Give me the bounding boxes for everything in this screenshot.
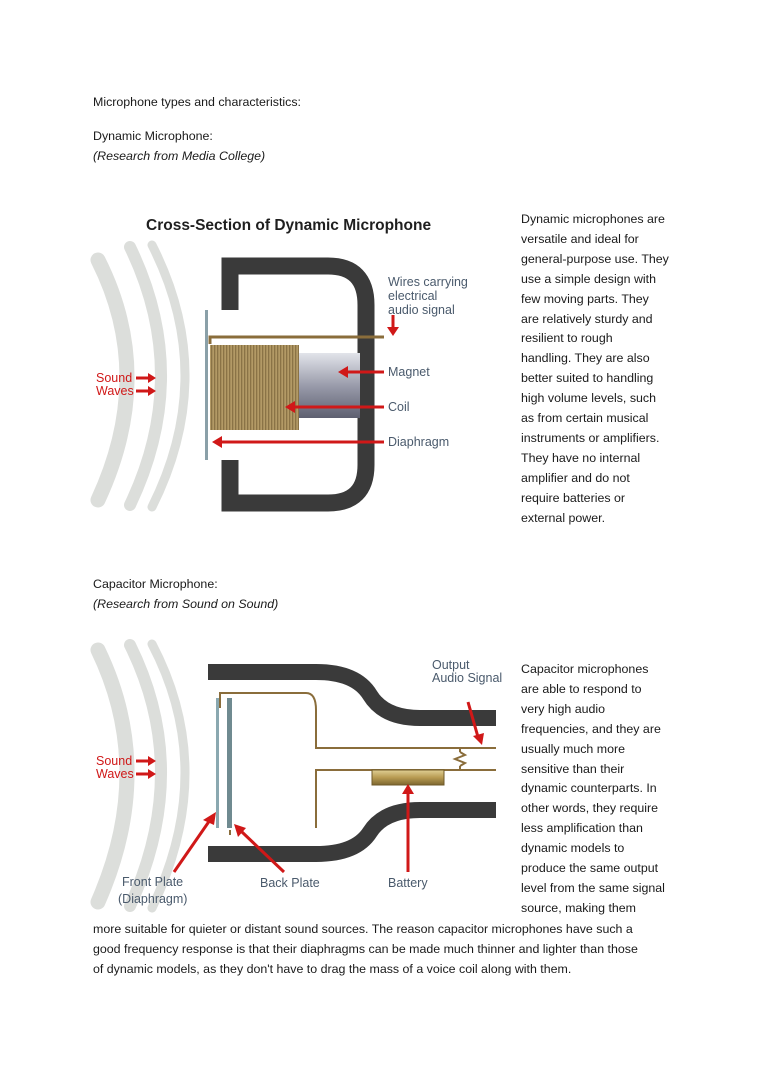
- label-arrows: [136, 315, 399, 448]
- capacitor-description: Capacitor microphones are able to respon…: [521, 660, 686, 919]
- text-line: as from certain musical: [521, 411, 649, 426]
- dynamic-title: Dynamic Microphone:: [93, 129, 213, 143]
- back-plate-shape: [227, 698, 232, 828]
- label-wires-3: audio signal: [388, 303, 455, 317]
- label-magnet: Magnet: [388, 365, 430, 379]
- text-line: sensitive than their: [521, 761, 625, 776]
- text-line: good frequency response is that their di…: [93, 942, 638, 956]
- sound-waves-shape: [90, 639, 190, 913]
- wires-shape: [208, 335, 384, 344]
- coil-shape: [210, 345, 299, 430]
- text-line: frequencies, and they are: [521, 721, 661, 736]
- text-line: handling. They are also: [521, 351, 650, 366]
- text-line: few moving parts. They: [521, 291, 649, 306]
- text-line: Dynamic microphones are: [521, 212, 665, 226]
- diaphragm-shape: [205, 310, 208, 460]
- text-line: resilient to rough: [521, 331, 613, 346]
- text-line: instruments or amplifiers.: [521, 430, 660, 445]
- text-line: dynamic counterparts. In: [521, 781, 657, 796]
- text-line: They have no internal: [521, 450, 641, 465]
- text-line: Capacitor microphones: [521, 662, 649, 676]
- text-line: high volume levels, such: [521, 391, 656, 406]
- text-line: are able to respond to: [521, 681, 642, 696]
- capacitor-microphone-diagram: Output Audio Signal Sound Waves Front Pl…: [90, 639, 502, 913]
- text-line: dynamic models to: [521, 841, 625, 856]
- text-line: of dynamic models, as they don't have to…: [93, 962, 572, 976]
- label-sound: Sound: [96, 754, 132, 768]
- text-line: other words, they require: [521, 801, 659, 816]
- text-line: amplifier and do not: [521, 470, 630, 485]
- housing-bottom-shape: [208, 802, 496, 862]
- label-wires-1: Wires carrying: [388, 275, 468, 289]
- label-waves: Waves: [96, 384, 134, 398]
- label-back-plate: Back Plate: [260, 876, 320, 890]
- text-line: are relatively sturdy and: [521, 311, 653, 326]
- capacitor-title: Capacitor Microphone:: [93, 577, 218, 591]
- label-diaphragm: Diaphragm: [388, 435, 449, 449]
- text-line: use a simple design with: [521, 271, 656, 286]
- dynamic-description: Dynamic microphones are versatile and id…: [521, 210, 686, 529]
- label-output: Output: [432, 658, 470, 672]
- label-battery: Battery: [388, 876, 428, 890]
- text-line: general-purpose use. They: [521, 251, 669, 266]
- label-waves: Waves: [96, 767, 134, 781]
- text-line: external power.: [521, 510, 606, 525]
- capacitor-continuation: more suitable for quieter or distant sou…: [93, 919, 693, 979]
- text-line: usually much more: [521, 741, 625, 756]
- label-diaphragm: (Diaphragm): [118, 892, 187, 906]
- housing-top-shape: [208, 664, 496, 726]
- label-audio-signal: Audio Signal: [432, 671, 502, 685]
- dynamic-source: (Research from Media College): [93, 149, 266, 163]
- housing-shape: [221, 257, 375, 512]
- front-plate-shape: [216, 698, 219, 828]
- text-line: better suited to handling: [521, 371, 654, 386]
- page-heading: Microphone types and characteristics:: [93, 95, 301, 109]
- label-sound: Sound: [96, 371, 132, 385]
- text-line: more suitable for quieter or distant sou…: [93, 922, 633, 936]
- text-line: source, making them: [521, 900, 637, 915]
- sound-waves-shape: [90, 240, 190, 512]
- text-line: level from the same signal: [521, 880, 665, 895]
- dynamic-figure-title: Cross-Section of Dynamic Microphone: [146, 217, 431, 234]
- text-line: very high audio: [521, 701, 606, 716]
- text-line: versatile and ideal for: [521, 231, 639, 246]
- battery-shape: [371, 769, 445, 786]
- label-coil: Coil: [388, 400, 410, 414]
- label-wires-2: electrical: [388, 289, 437, 303]
- label-front-plate: Front Plate: [122, 875, 183, 889]
- text-line: produce the same output: [521, 861, 659, 876]
- text-line: require batteries or: [521, 490, 625, 505]
- text-line: less amplification than: [521, 821, 643, 836]
- label-arrows: [136, 701, 484, 874]
- dynamic-microphone-diagram: Cross-Section of Dynamic Microphone Wire…: [90, 217, 468, 512]
- capacitor-source: (Research from Sound on Sound): [93, 597, 279, 611]
